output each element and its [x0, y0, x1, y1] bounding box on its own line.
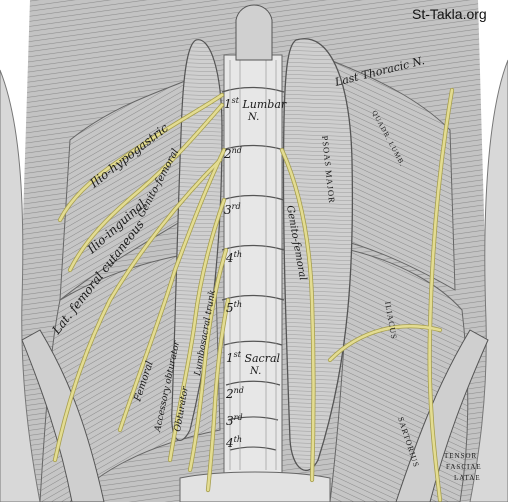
vertebra-label-8: 3rd	[226, 413, 243, 428]
vertebra-label-2: 2nd	[223, 146, 242, 161]
latae-label: LATAE	[454, 474, 481, 482]
vertebral-column	[221, 4, 285, 476]
left-flank	[0, 69, 41, 502]
vertebra-sublabel-1: N.	[247, 112, 259, 123]
right-sartorius	[395, 329, 489, 502]
vertebra-label-7: 2nd	[225, 386, 244, 401]
vertebra-label-3: 3rd	[224, 202, 241, 217]
right-flank	[469, 59, 508, 502]
right-psoas-major	[282, 38, 354, 472]
pelvic-floor	[179, 471, 331, 502]
tensor-label: TENSOR	[444, 452, 477, 460]
vertebra-label-1: 1st Lumbar	[224, 96, 287, 111]
vertebra-label-6: 1st Sacral	[226, 350, 281, 365]
vertebra-label-5: 5th	[226, 300, 242, 315]
vertebra-sublabel-6: N.	[249, 366, 261, 377]
left-sartorius	[21, 329, 105, 502]
vertebra-label-9: 4th	[225, 435, 242, 450]
fasciae-label: FASCIAE	[446, 463, 482, 471]
nerve-group	[52, 87, 455, 502]
right-quadratus-lumborum	[329, 59, 456, 291]
vertebra-label-4: 4th	[225, 250, 242, 265]
watermark: St-Takla.org	[412, 6, 487, 22]
